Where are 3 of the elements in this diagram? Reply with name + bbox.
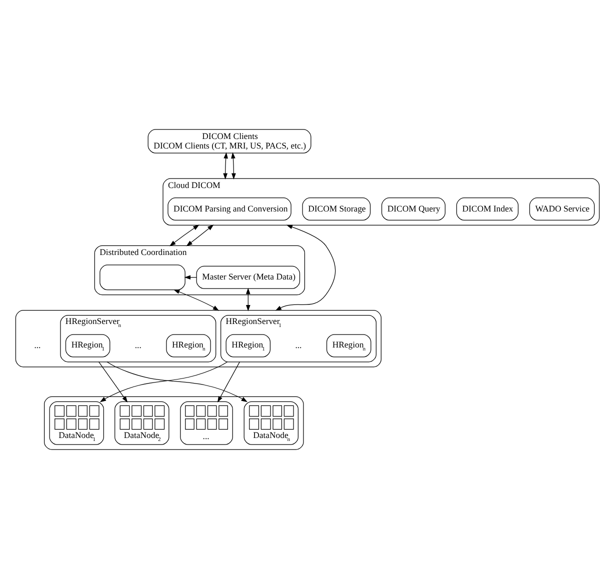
label: ... bbox=[295, 340, 302, 350]
label: ... bbox=[34, 340, 41, 350]
label: ... bbox=[134, 340, 142, 350]
